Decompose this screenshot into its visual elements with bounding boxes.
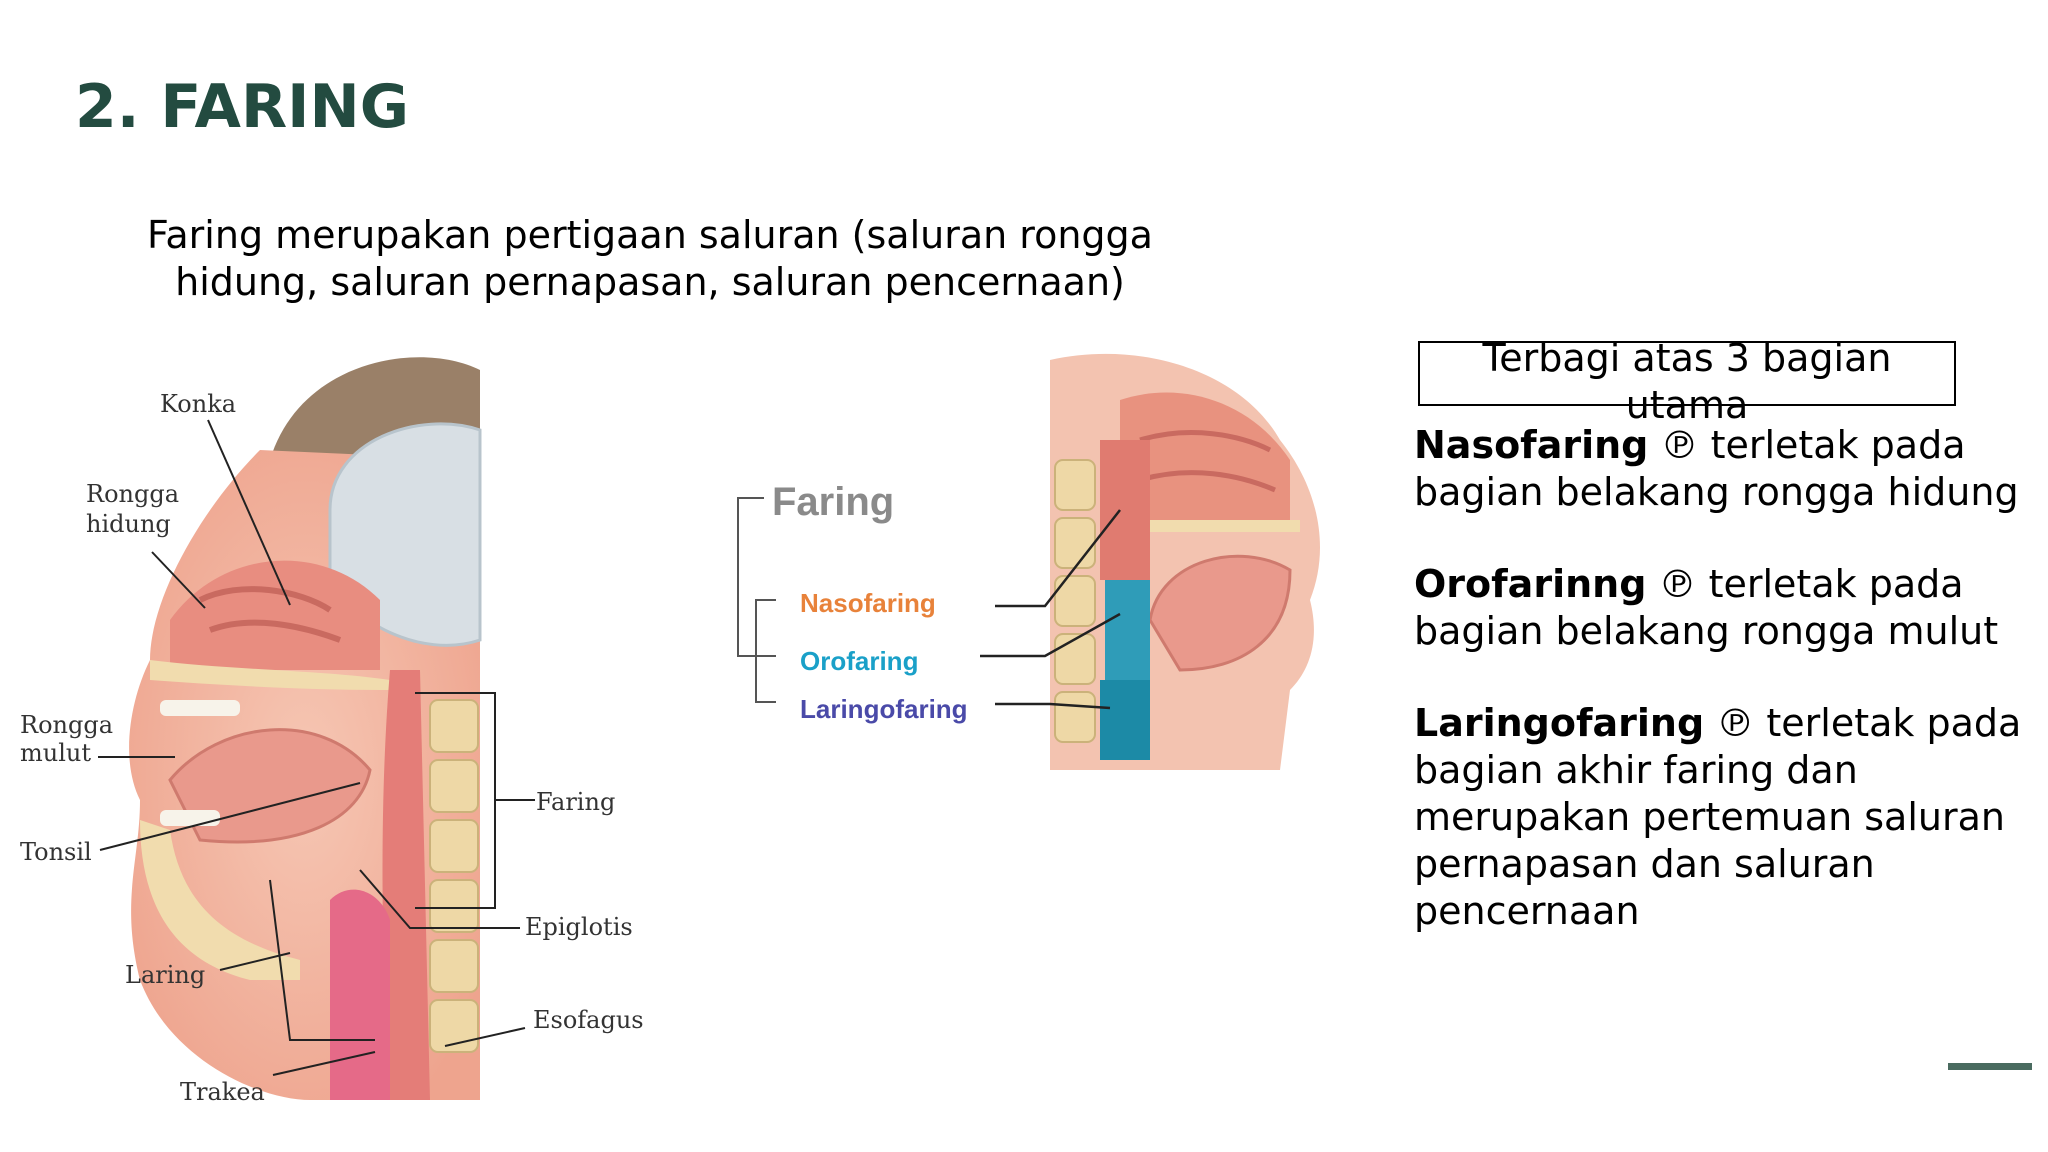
label-konka: Konka — [160, 390, 236, 418]
jaw-shape — [140, 820, 300, 980]
label-epiglotis: Epiglotis — [525, 913, 633, 941]
label-laring: Laring — [125, 961, 205, 989]
nasofaring-region — [1100, 440, 1150, 580]
spine-shape — [1054, 459, 1096, 743]
part-symbol: ℗ — [1658, 562, 1697, 606]
division-box-label: Terbagi atas 3 bagian utama — [1482, 336, 1892, 427]
orofaring-region — [1105, 580, 1150, 680]
division-box: Terbagi atas 3 bagian utama — [1418, 336, 1956, 427]
spine-shape — [429, 699, 479, 1053]
label-faring-title: Faring — [772, 480, 894, 524]
part-orofaring: Orofarinng ℗ terletak pada bagian belaka… — [1414, 561, 2034, 655]
pharynx-region-diagram: Faring Nasofaring Orofaring Laringofarin… — [737, 353, 1320, 770]
part-nasofaring: Nasofaring ℗ terletak pada bagian belaka… — [1414, 422, 2034, 516]
palate-shape — [150, 660, 390, 690]
part-desc: terletak pada bagian akhir faring dan me… — [1414, 701, 2022, 933]
nasal-cavity-shape — [1120, 392, 1290, 520]
part-laringofaring: Laringofaring ℗ terletak pada bagian akh… — [1414, 700, 2034, 935]
part-name: Nasofaring — [1414, 423, 1649, 467]
slide-title: 2. FARING — [75, 72, 409, 142]
part-symbol: ℗ — [1660, 423, 1699, 467]
label-rongga-mulut-2: mulut — [20, 739, 91, 767]
part-desc: terletak pada bagian belakang rongga hid… — [1414, 423, 2019, 514]
label-tonsil: Tonsil — [20, 838, 92, 866]
label-rongga-hidung-1: Rongga — [86, 480, 179, 508]
label-esofagus: Esofagus — [533, 1006, 644, 1034]
label-rongga-hidung-2: hidung — [86, 510, 171, 538]
part-name: Laringofaring — [1414, 701, 1705, 745]
laringofaring-region — [1100, 680, 1150, 760]
head-sagittal-illustration: Konka Rongga hidung Rongga mulut Tonsil … — [20, 357, 644, 1106]
tongue-shape — [1148, 554, 1292, 672]
label-laringofaring: Laringofaring — [800, 694, 968, 724]
part-name: Orofarinng — [1414, 562, 1647, 606]
pharynx-parts-list: Nasofaring ℗ terletak pada bagian belaka… — [1414, 422, 2034, 980]
label-nasofaring: Nasofaring — [800, 588, 936, 618]
label-trakea: Trakea — [180, 1078, 265, 1106]
part-desc: terletak pada bagian belakang rongga mul… — [1414, 562, 1999, 653]
pharynx-shape — [382, 670, 430, 1100]
nasal-cavity-shape — [170, 560, 380, 670]
tongue-shape — [168, 728, 372, 844]
trachea-shape — [330, 889, 390, 1100]
intro-text: Faring merupakan pertigaan saluran (salu… — [147, 213, 1153, 304]
accent-line — [1948, 1063, 2032, 1070]
label-faring: Faring — [536, 788, 615, 816]
label-orofaring: Orofaring — [800, 646, 918, 676]
part-symbol: ℗ — [1716, 701, 1755, 745]
label-rongga-mulut-1: Rongga — [20, 711, 113, 739]
